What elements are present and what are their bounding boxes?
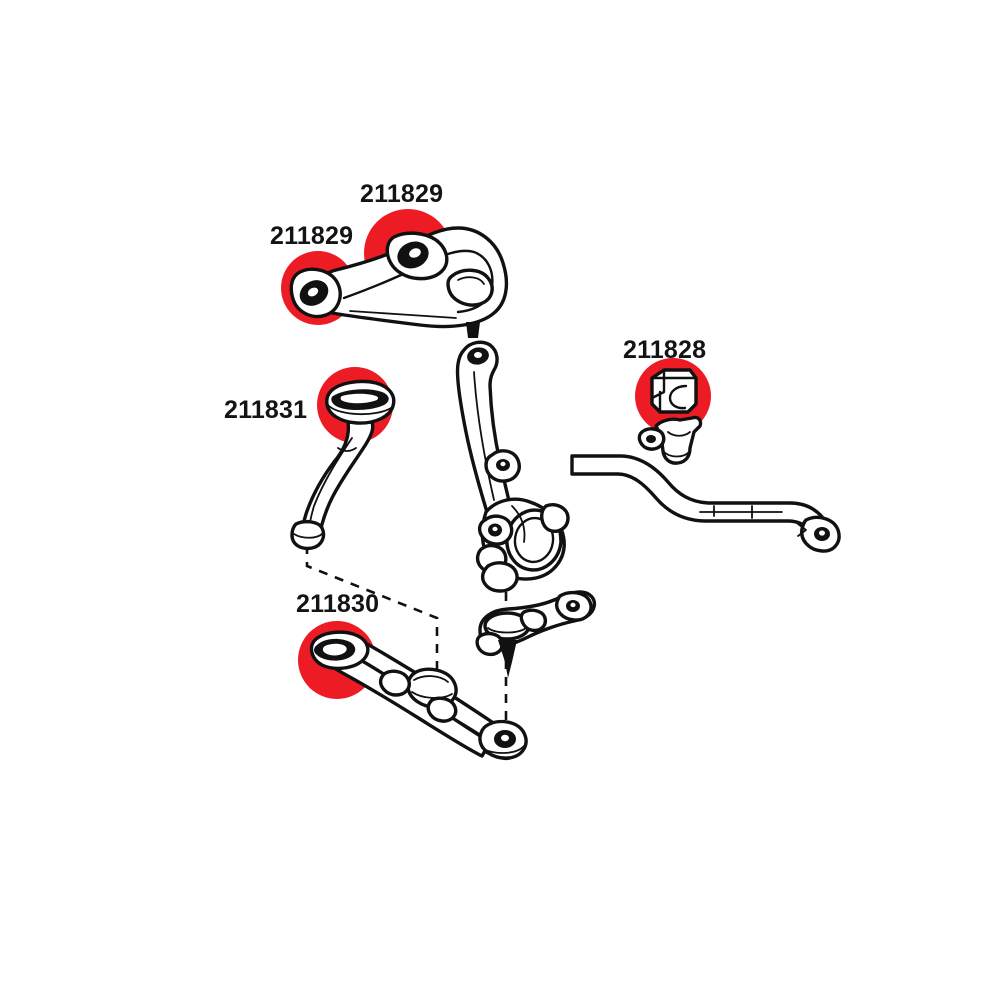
knuckle-steering-arm-bore-inner <box>500 461 506 467</box>
upper-arm-balljoint-boss-highlight <box>457 276 485 285</box>
tension-strut-lower-socket <box>290 519 326 551</box>
upper-control-arm <box>289 226 509 338</box>
label-211828: 211828 <box>623 336 706 364</box>
knuckle-upright <box>455 340 514 524</box>
anti-roll-bar-bracket-hole <box>646 435 656 443</box>
upper-arm-rear-bushing-inner <box>409 248 421 258</box>
knuckle-balljoint-seat <box>480 561 519 593</box>
lower-arm-mid-collar <box>378 669 411 697</box>
knuckle-bearing-bore-inner <box>513 516 555 564</box>
anti-roll-bar-end-bore-inner <box>819 530 825 536</box>
anti-roll-bar-body <box>570 454 840 550</box>
label-layer: 211829 211829 211828 211831 211830 <box>224 180 706 618</box>
knuckle-upright-crease <box>473 371 495 501</box>
upper-arm-lower-crease <box>349 310 457 319</box>
upper-arm-front-bushing-inner <box>307 287 319 297</box>
label-211830: 211830 <box>296 590 379 618</box>
ball-joint-arm-outer-bore-inner <box>570 602 576 608</box>
ball-joint-boss-mid <box>519 608 548 633</box>
anti-roll-bar-bracket-crease <box>667 431 691 437</box>
knuckle-hub-side-boss <box>540 503 570 533</box>
steering-knuckle <box>455 340 570 593</box>
lower-arm-bushing-bore-inner <box>322 643 347 656</box>
lower-arm-mid-joint-crease-b <box>411 691 453 699</box>
anti-roll-bar-bracket <box>637 368 703 465</box>
upper-arm-balljoint-boss <box>446 268 494 307</box>
anti-roll-bar-end-notch <box>797 523 807 537</box>
knuckle-top-eye-bore <box>474 352 482 358</box>
label-211831: 211831 <box>224 396 307 424</box>
tension-strut-bushing-highlight <box>340 393 379 404</box>
lower-arm-outer-eye-crease <box>481 745 525 754</box>
ball-joint-dome-crease <box>487 627 527 634</box>
upper-arm-stud <box>466 322 480 338</box>
ball-joint-arm <box>475 590 597 678</box>
lower-arm-mid-joint-crease-a <box>413 675 449 683</box>
tension-strut <box>290 379 396 551</box>
label-211829-upper: 211829 <box>360 180 443 208</box>
tension-strut-bushing-lip <box>328 405 392 416</box>
tension-strut-lower-socket-line <box>293 533 323 539</box>
tension-strut-kink <box>337 447 357 452</box>
anti-roll-bar-bushing-left-edge <box>650 368 666 400</box>
knuckle-upper-lug-bore-inner <box>492 526 498 532</box>
knuckle-hub-crease-a <box>511 505 526 543</box>
ball-joint-boss-left <box>475 631 504 657</box>
anti-roll-bar-bracket-base <box>663 451 690 458</box>
lower-control-arm <box>309 630 528 761</box>
anti-roll-bar <box>570 454 841 553</box>
anti-roll-bar-bushing-bore <box>668 384 688 410</box>
lower-arm-second-node <box>426 696 458 723</box>
ball-joint-pin <box>498 640 517 678</box>
leader-tension-strut-to-arm <box>305 545 439 700</box>
label-211829-front: 211829 <box>270 222 353 250</box>
lower-arm-outer-bore-inner <box>501 734 509 742</box>
